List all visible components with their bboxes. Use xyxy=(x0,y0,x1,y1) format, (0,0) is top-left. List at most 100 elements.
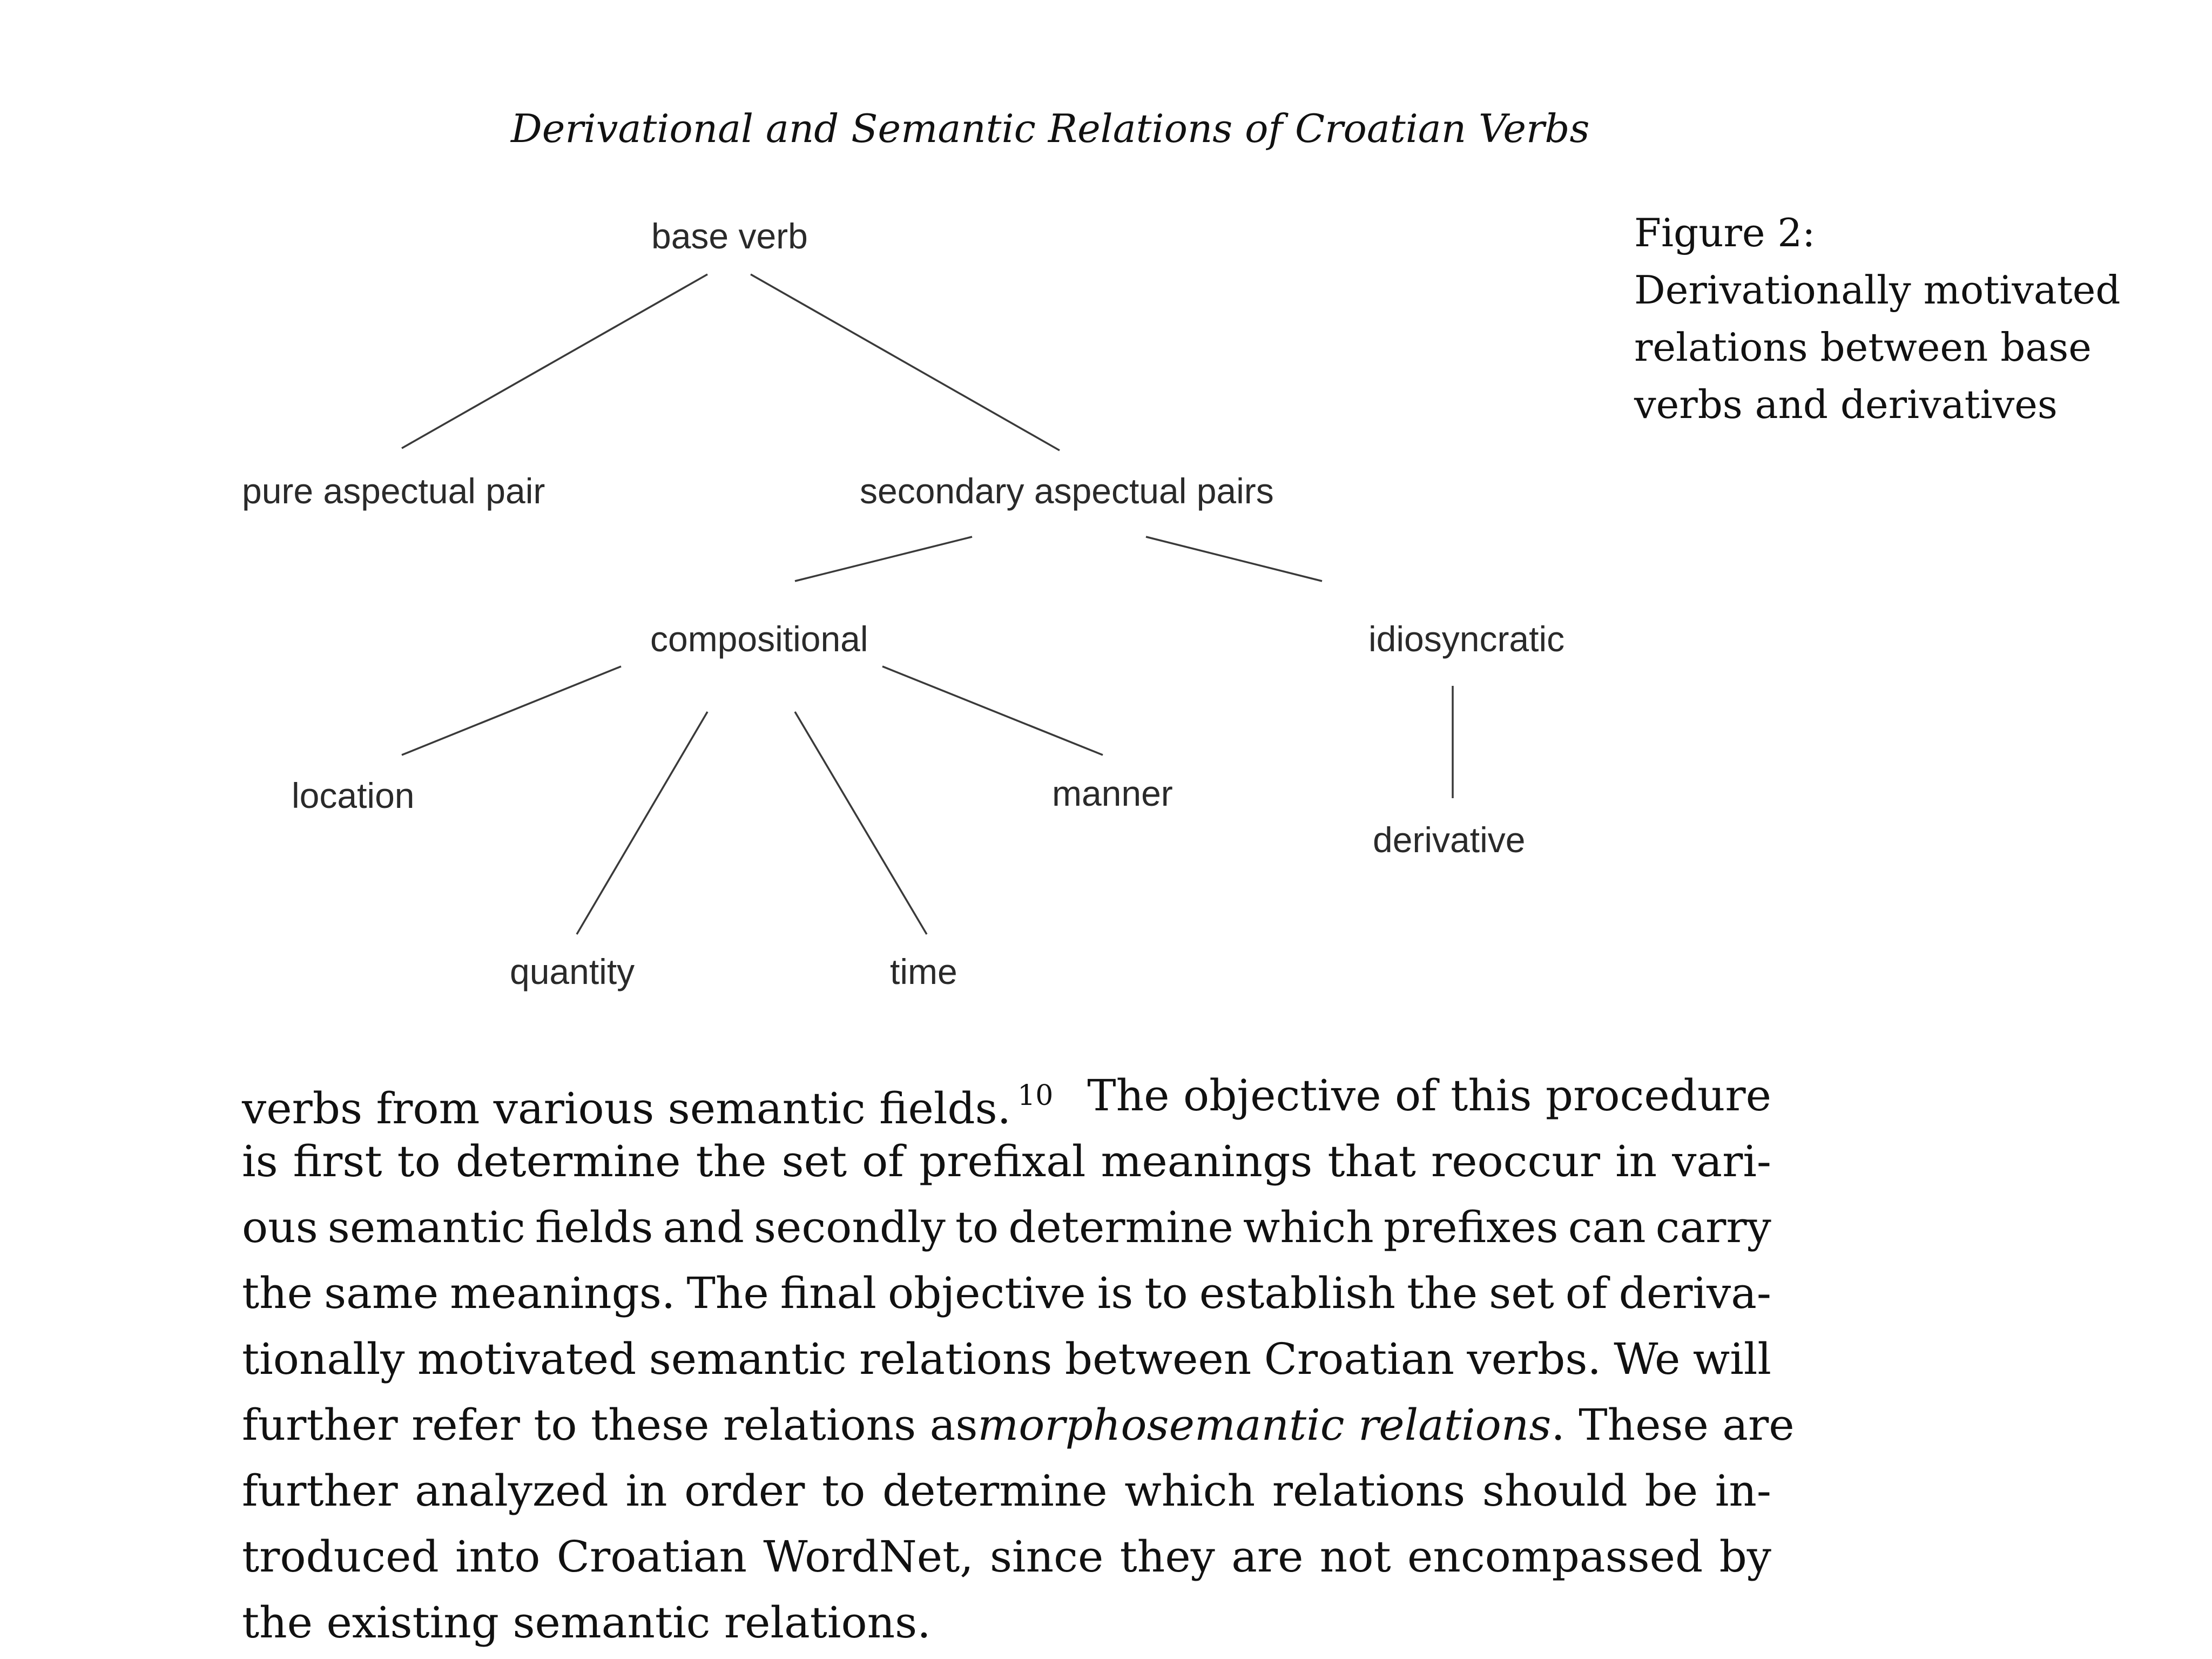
footnote-reference[interactable]: 10 xyxy=(1017,1080,1054,1112)
paragraph-word: relations xyxy=(1272,1466,1466,1516)
node-secondary-aspectual-pairs: secondary aspectual pairs xyxy=(860,471,1274,511)
paragraph-word: objective xyxy=(888,1268,1086,1318)
paragraph-word: semantic xyxy=(649,1334,847,1384)
paragraph-word: same xyxy=(324,1268,439,1318)
paragraph-word: analyzed xyxy=(415,1466,609,1516)
paragraph-word: reoccur xyxy=(1431,1136,1601,1186)
paragraph-word: the xyxy=(696,1136,767,1186)
figure-caption-line: Derivationally motivated xyxy=(1634,267,2121,313)
paragraph-word: should xyxy=(1482,1466,1628,1516)
edge-base-to-secondary xyxy=(750,273,1060,451)
edge-secondary-to-idiosyncratic xyxy=(1145,536,1323,582)
edge-compositional-to-time xyxy=(794,711,928,935)
node-idiosyncratic: idiosyncratic xyxy=(1368,619,1565,659)
paragraph-line: further refer to these relations as morp… xyxy=(242,1392,1795,1458)
paragraph-word: which xyxy=(1243,1202,1374,1252)
paragraph-word: be xyxy=(1644,1466,1698,1516)
paragraph-word: to xyxy=(955,1202,999,1252)
paragraph-word: to xyxy=(1144,1268,1188,1318)
paragraph-word: of xyxy=(862,1136,904,1186)
paragraph-word: into xyxy=(455,1532,541,1582)
paragraph-word: set xyxy=(781,1136,847,1186)
edge-compositional-to-manner xyxy=(882,665,1103,756)
paragraph-word: first xyxy=(293,1136,382,1186)
body-paragraph: verbs from various semantic fields.10 Th… xyxy=(242,1063,1795,1656)
figure-caption-line: verbs and derivatives xyxy=(1634,382,2058,427)
edge-secondary-to-compositional xyxy=(794,536,973,582)
paragraph-word: prefixal xyxy=(919,1136,1086,1186)
edge-base-to-pure xyxy=(401,273,708,449)
paragraph-word: deriva- xyxy=(1618,1268,1771,1318)
paragraph-word: meanings. xyxy=(450,1268,676,1318)
paragraph-word: set xyxy=(1489,1268,1554,1318)
paragraph-line: the existing semantic relations. xyxy=(242,1590,1771,1656)
paragraph-text: further refer to these relations as xyxy=(242,1400,978,1450)
paragraph-word: The xyxy=(686,1268,769,1318)
paragraph-word: prefixes xyxy=(1383,1202,1559,1252)
paragraph-line: verbs from various semantic fields.10 Th… xyxy=(242,1063,1771,1134)
paragraph-word: fields xyxy=(535,1202,653,1252)
paragraph-word: carry xyxy=(1655,1202,1771,1252)
paragraph-word: meanings xyxy=(1101,1136,1313,1186)
paragraph-word: tionally xyxy=(242,1334,405,1384)
paragraph-word: the xyxy=(242,1268,313,1318)
paragraph-word: they xyxy=(1120,1532,1215,1582)
paragraph-word: can xyxy=(1568,1202,1646,1252)
paragraph-text: verbs from various semantic fields. xyxy=(242,1083,1011,1134)
paragraph-word: further xyxy=(242,1466,398,1516)
paragraph-word: establish xyxy=(1199,1268,1395,1318)
derivation-tree-diagram xyxy=(401,273,1454,935)
paragraph-word: semantic xyxy=(327,1202,525,1252)
paragraph-word: of xyxy=(1565,1268,1608,1318)
paragraph-word: order xyxy=(684,1466,805,1516)
edge-compositional-to-quantity xyxy=(576,711,709,935)
paragraph-word: motivated xyxy=(417,1334,637,1384)
paragraph-word: final xyxy=(780,1268,876,1318)
emphasized-term: morphosemantic relations xyxy=(977,1400,1552,1450)
paragraph-word: in xyxy=(625,1466,667,1516)
node-pure-aspectual-pair: pure aspectual pair xyxy=(242,471,545,511)
paragraph-word: are xyxy=(1231,1532,1304,1582)
paragraph-word: in xyxy=(1615,1136,1657,1186)
paragraph-text: the existing semantic relations. xyxy=(242,1597,931,1648)
paragraph-word: to xyxy=(397,1136,441,1186)
paragraph-word: ous xyxy=(242,1202,318,1252)
paragraph-word: which xyxy=(1124,1466,1256,1516)
paragraph-word: Croatian xyxy=(1264,1334,1454,1384)
paragraph-word: determine xyxy=(1008,1202,1233,1252)
paragraph-word: relations xyxy=(859,1334,1053,1384)
paragraph-word: in- xyxy=(1715,1466,1771,1516)
node-derivative: derivative xyxy=(1373,820,1526,860)
paragraph-word: is xyxy=(242,1136,278,1186)
paragraph-word: vari- xyxy=(1672,1136,1771,1186)
paragraph-word: that xyxy=(1327,1136,1416,1186)
paragraph-word: secondly xyxy=(753,1202,946,1252)
paragraph-word: Croatian xyxy=(556,1532,747,1582)
paragraph-word: encompassed xyxy=(1407,1532,1703,1582)
paragraph-text: . These are xyxy=(1551,1400,1795,1450)
figure-caption-label: Figure 2: xyxy=(1634,210,1816,255)
paragraph-word: to xyxy=(821,1466,866,1516)
paragraph-word: We xyxy=(1614,1334,1681,1384)
paragraph-word: determine xyxy=(882,1466,1108,1516)
paragraph-word: troduced xyxy=(242,1532,439,1582)
node-compositional: compositional xyxy=(650,619,868,659)
node-base-verb: base verb xyxy=(651,216,808,256)
node-manner: manner xyxy=(1052,773,1173,813)
running-header: Derivational and Semantic Relations of C… xyxy=(511,106,1590,151)
figure-caption: Figure 2: Derivationally motivated relat… xyxy=(1634,204,2120,433)
edge-compositional-to-location xyxy=(401,665,622,756)
figure-caption-line: relations between base xyxy=(1634,325,2092,370)
paragraph-word: since xyxy=(990,1532,1104,1582)
paragraph-word: by xyxy=(1719,1532,1771,1582)
paragraph-word: WordNet, xyxy=(763,1532,974,1582)
node-time: time xyxy=(890,952,957,992)
paragraph-word: is xyxy=(1097,1268,1134,1318)
paragraph-word: verbs. xyxy=(1467,1334,1601,1384)
